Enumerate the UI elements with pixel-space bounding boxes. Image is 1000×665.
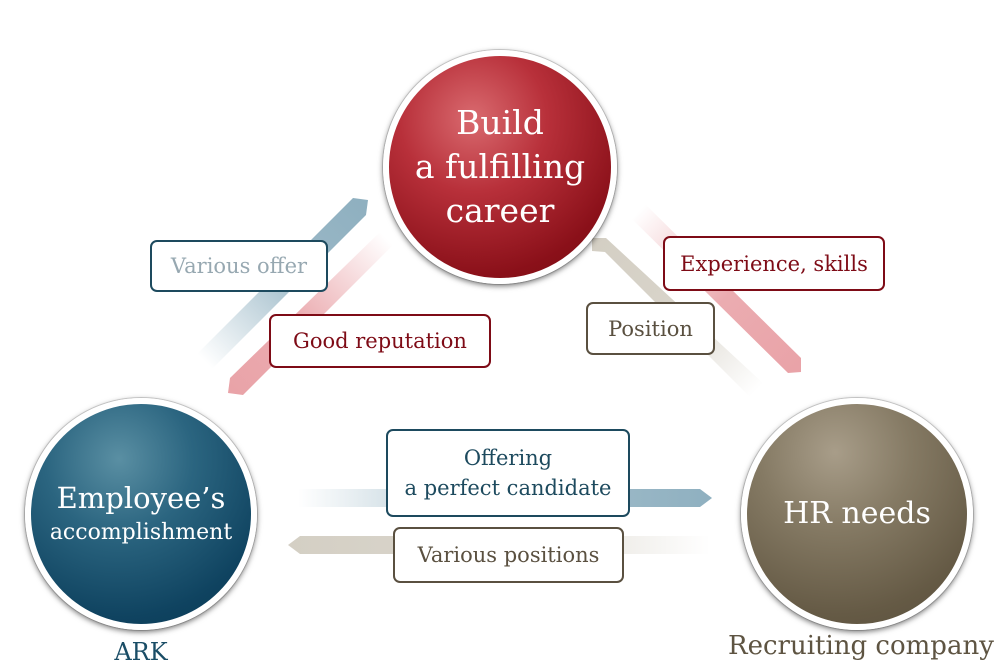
caption-recruiting-company: Recruiting company (728, 631, 994, 661)
edge-label-offering-candidate: Offering a perfect candidate (386, 429, 630, 517)
node-hr-needs: HR needs (741, 398, 973, 630)
edge-label-position-text: Position (608, 316, 693, 341)
edge-label-various-offer: Various offer (150, 240, 328, 292)
edge-label-various-positions: Various positions (393, 527, 624, 583)
edge-label-experience-skills: Experience, skills (663, 236, 885, 291)
edge-label-various-offer-text: Various offer (170, 254, 308, 278)
edge-label-good-reputation: Good reputation (269, 314, 491, 368)
edge-label-offering-line-2: a perfect candidate (404, 476, 612, 500)
edge-label-good-reputation-text: Good reputation (293, 329, 467, 353)
node-employee-line-2: accomplishment (49, 520, 233, 545)
caption-ark: ARK (114, 638, 168, 665)
edge-label-position: Position (586, 302, 715, 355)
edge-label-offering-line-1: Offering (463, 446, 553, 470)
node-employee-accomplishment: Employee’s accomplishment (25, 398, 257, 630)
edge-label-experience-skills-text: Experience, skills (680, 251, 868, 276)
node-employee-line-1: Employee’s (56, 481, 226, 515)
node-hr-text: HR needs (783, 496, 931, 531)
node-career-line-3: career (445, 191, 555, 230)
node-build-career: Build a fulfilling career (383, 50, 617, 284)
node-career-line-1: Build (456, 103, 544, 142)
edge-label-various-positions-text: Various positions (417, 543, 600, 567)
node-career-line-2: a fulfilling (414, 147, 586, 186)
